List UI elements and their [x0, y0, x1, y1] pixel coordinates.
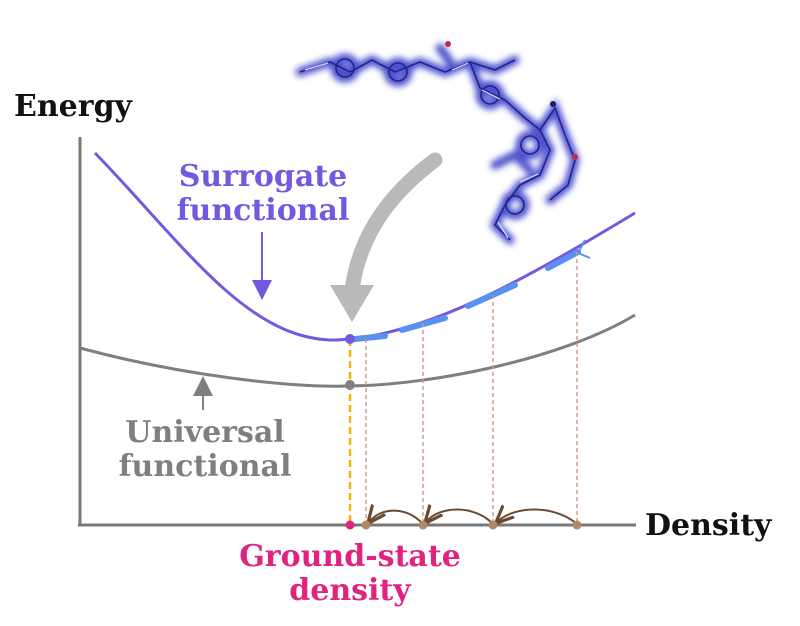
- surrogate-label-line2: functional: [177, 193, 350, 228]
- density-guide-lines: [365, 252, 578, 525]
- density-markers: [361, 520, 582, 530]
- surrogate-label-line1: Surrogate: [179, 159, 347, 194]
- universal-label-line1: Universal: [125, 415, 284, 450]
- axes: [78, 137, 636, 527]
- big-curved-arrow-icon: [330, 152, 443, 322]
- universal-functional-curve: [79, 313, 636, 388]
- universal-label-line2: functional: [119, 449, 292, 484]
- surrogate-minimum-dot: [345, 334, 355, 344]
- y-axis-label: Energy: [14, 89, 134, 124]
- ground-state-dot: [345, 520, 355, 530]
- ground-state-label-line1: Ground-state: [239, 539, 461, 574]
- iteration-arrows: [369, 509, 578, 524]
- x-axis-label: Density: [645, 508, 773, 543]
- ground-state-label-line2: density: [289, 573, 412, 608]
- surrogate-functional-curve: [93, 151, 636, 342]
- universal-minimum-dot: [345, 380, 355, 390]
- surrogate-step-arrowhead: [576, 239, 591, 259]
- molecule-icon: [295, 41, 580, 245]
